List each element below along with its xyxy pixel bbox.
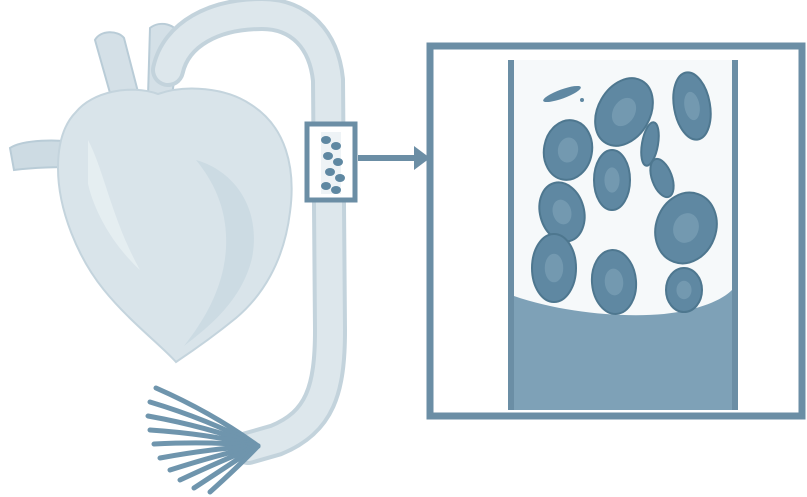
platelet-2 [580, 98, 584, 102]
inset-tube-right-wall [732, 60, 738, 410]
sample-cell-3 [323, 152, 333, 160]
heart-body [58, 89, 292, 362]
sample-cell-2 [331, 142, 341, 150]
magnified-blood-cells [430, 46, 802, 416]
sample-cell-5 [325, 168, 335, 176]
sample-cell-7 [321, 182, 331, 190]
arrow-right-icon [358, 146, 430, 170]
red-blood-cell-10 [666, 268, 702, 312]
sample-cell-4 [333, 158, 343, 166]
capillary-bed [148, 388, 258, 492]
red-blood-cell-7 [532, 234, 576, 302]
heart-illustration [10, 24, 292, 362]
sample-cell-1 [321, 136, 331, 144]
sample-cell-6 [335, 174, 345, 182]
red-blood-cell-4 [594, 150, 630, 210]
inset-tube-left-wall [508, 60, 514, 410]
blood-sample-window [307, 124, 355, 200]
sample-cell-8 [331, 186, 341, 194]
